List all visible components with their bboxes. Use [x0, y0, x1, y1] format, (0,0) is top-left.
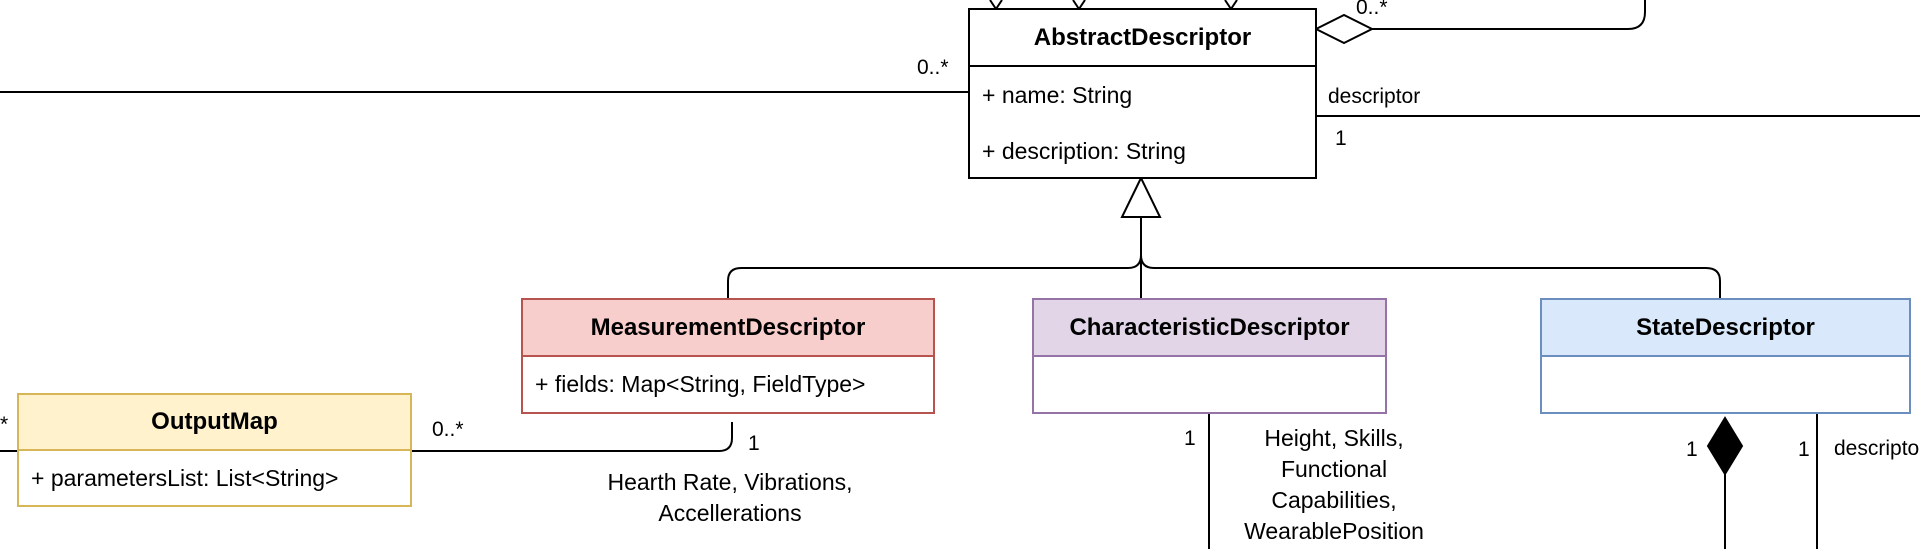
note-line: Capabilities,: [1271, 487, 1397, 513]
state-right-multiplicity: 1: [1798, 438, 1810, 461]
characteristic-descriptor-class[interactable]: CharacteristicDescriptor: [1032, 298, 1387, 414]
generalization-triangle: [1120, 175, 1162, 218]
note-line: Accellerations: [658, 500, 802, 526]
attribute-fields: + fields: Map<String, FieldType>: [535, 371, 866, 397]
state-descriptor-class[interactable]: StateDescriptor: [1540, 298, 1911, 414]
characteristic-note: Height, Skills, Functional Capabilities,…: [1223, 423, 1445, 547]
generalization-branch-right: [1140, 254, 1721, 298]
composition-diamond: [1706, 416, 1744, 476]
class-name: CharacteristicDescriptor: [1034, 300, 1385, 357]
state-composition-multiplicity: 1: [1686, 438, 1698, 461]
attribute-name: + name: String: [982, 81, 1133, 108]
note-line: Functional: [1280, 456, 1388, 482]
empty-attribute-section: [1034, 357, 1385, 412]
note-line: WearablePosition: [1244, 518, 1424, 544]
class-name: AbstractDescriptor: [970, 10, 1315, 67]
outputmap-measurement-line: [411, 422, 733, 452]
outputmap-left-multiplicity: *: [0, 413, 9, 436]
attribute-description: + description: String: [982, 137, 1186, 164]
abstract-left-multiplicity: 0..*: [917, 56, 949, 79]
output-map-class[interactable]: OutputMap + parametersList: List<String>: [17, 393, 412, 507]
note-line: Height, Skills,: [1264, 425, 1404, 451]
characteristic-multiplicity: 1: [1184, 427, 1196, 450]
descriptor-role-label: descriptor: [1328, 85, 1421, 108]
class-name: MeasurementDescriptor: [523, 300, 933, 357]
descriptor-multiplicity: 1: [1335, 127, 1347, 150]
state-role-label: descripto: [1834, 437, 1920, 460]
outputmap-right-multiplicity: 0..*: [432, 418, 464, 441]
abstract-descriptor-class[interactable]: AbstractDescriptor + name: String + desc…: [968, 8, 1317, 179]
class-name: OutputMap: [19, 395, 410, 451]
attribute-parameters-list: + parametersList: List<String>: [19, 451, 410, 505]
measurement-descriptor-class[interactable]: MeasurementDescriptor + fields: Map<Stri…: [521, 298, 935, 414]
note-line: Hearth Rate, Vibrations,: [607, 469, 853, 495]
generalization-branch-left: [727, 217, 1142, 298]
self-aggregation-line: [1372, 0, 1646, 30]
measurement-note: Hearth Rate, Vibrations, Accellerations: [580, 467, 880, 529]
measurement-multiplicity: 1: [748, 432, 760, 455]
empty-attribute-section: [1542, 357, 1909, 412]
abstract-top-multiplicity: 0..*: [1356, 0, 1388, 19]
class-name: StateDescriptor: [1542, 300, 1909, 357]
aggregation-diamond: [1313, 13, 1375, 45]
